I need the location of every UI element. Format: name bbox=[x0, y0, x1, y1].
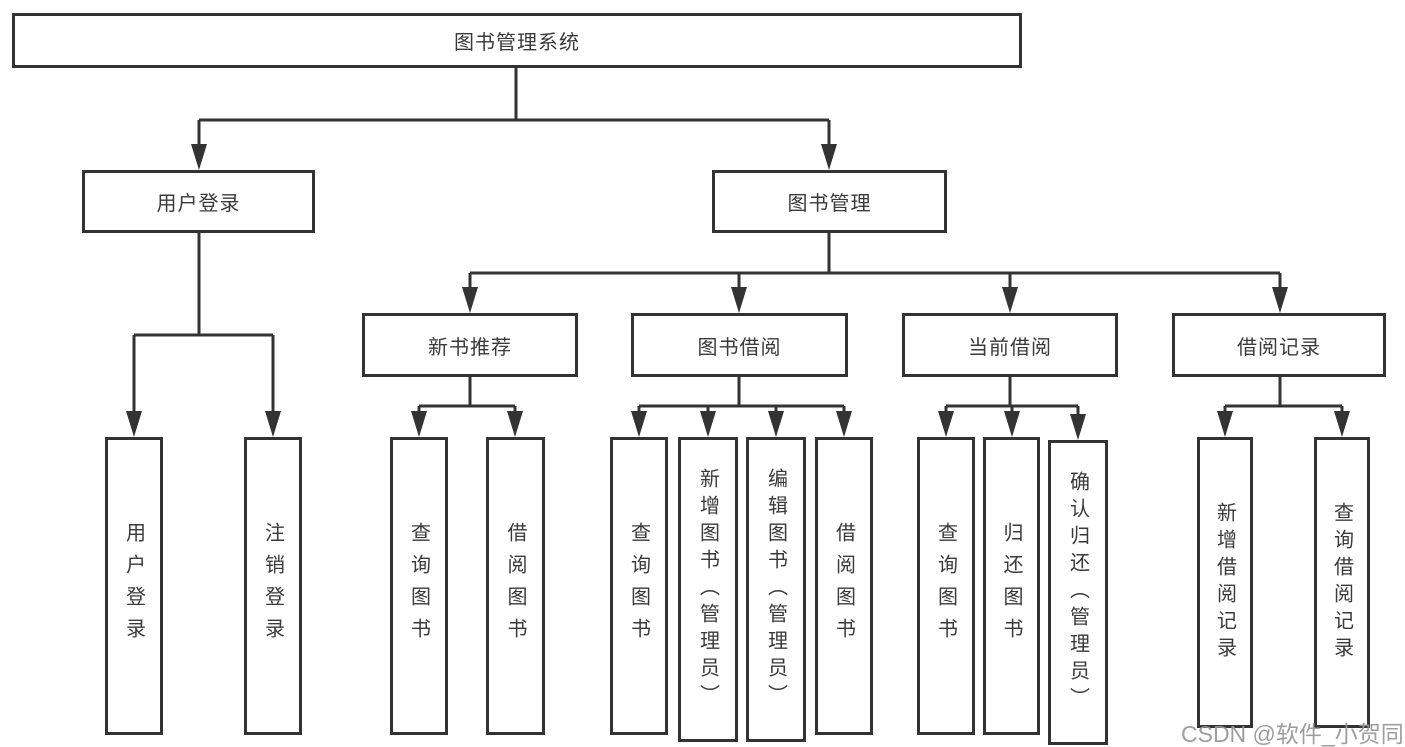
leaf-return-book: 归还图书 bbox=[983, 437, 1040, 735]
node-new-book-recommend: 新书推荐 bbox=[362, 313, 578, 377]
node-library-system: 图书管理系统 bbox=[12, 13, 1022, 68]
node-current-borrow: 当前借阅 bbox=[902, 313, 1118, 377]
leaf-borrow-books-label: 借阅图书 bbox=[832, 522, 855, 650]
leaf-edit-book-admin: 编辑图书（管理员） bbox=[746, 437, 806, 742]
leaf-confirm-return-admin-label: 确认归还（管理员） bbox=[1066, 471, 1089, 714]
leaf-query-borrow-record: 查询借阅记录 bbox=[1314, 437, 1370, 728]
leaf-add-borrow-record-label: 新增借阅记录 bbox=[1213, 501, 1236, 664]
leaf-return-book-label: 归还图书 bbox=[1000, 522, 1022, 650]
leaf-borrow-books-recommend-label: 借阅图书 bbox=[504, 522, 526, 650]
leaf-query-books-current: 查询图书 bbox=[917, 437, 975, 735]
leaf-query-borrow-record-label: 查询借阅记录 bbox=[1330, 501, 1353, 664]
node-book-borrow: 图书借阅 bbox=[631, 313, 848, 377]
leaf-add-book-admin: 新增图书（管理员） bbox=[678, 437, 738, 742]
leaf-edit-book-admin-label: 编辑图书（管理员） bbox=[764, 468, 787, 711]
leaf-borrow-books: 借阅图书 bbox=[815, 437, 873, 735]
node-book-management: 图书管理 bbox=[712, 170, 947, 233]
leaf-query-books-recommend: 查询图书 bbox=[390, 437, 448, 735]
leaf-add-book-admin-label: 新增图书（管理员） bbox=[696, 468, 719, 711]
leaf-confirm-return-admin: 确认归还（管理员） bbox=[1048, 440, 1108, 745]
node-borrow-records: 借阅记录 bbox=[1172, 313, 1386, 377]
leaf-logout: 注销登录 bbox=[244, 437, 302, 735]
node-user-login: 用户登录 bbox=[82, 170, 315, 233]
leaf-query-books-recommend-label: 查询图书 bbox=[407, 522, 430, 650]
leaf-logout-label: 注销登录 bbox=[261, 522, 284, 650]
leaf-user-login-label: 用户登录 bbox=[122, 522, 145, 650]
leaf-add-borrow-record: 新增借阅记录 bbox=[1197, 437, 1253, 728]
leaf-query-books-borrow-label: 查询图书 bbox=[627, 522, 650, 650]
leaf-query-books-current-label: 查询图书 bbox=[934, 522, 957, 650]
leaf-user-login: 用户登录 bbox=[105, 437, 163, 735]
watermark: CSDN @软件_小贺同学 bbox=[1181, 721, 1405, 747]
leaf-borrow-books-recommend: 借阅图书 bbox=[486, 437, 545, 735]
leaf-query-books-borrow: 查询图书 bbox=[610, 437, 668, 735]
